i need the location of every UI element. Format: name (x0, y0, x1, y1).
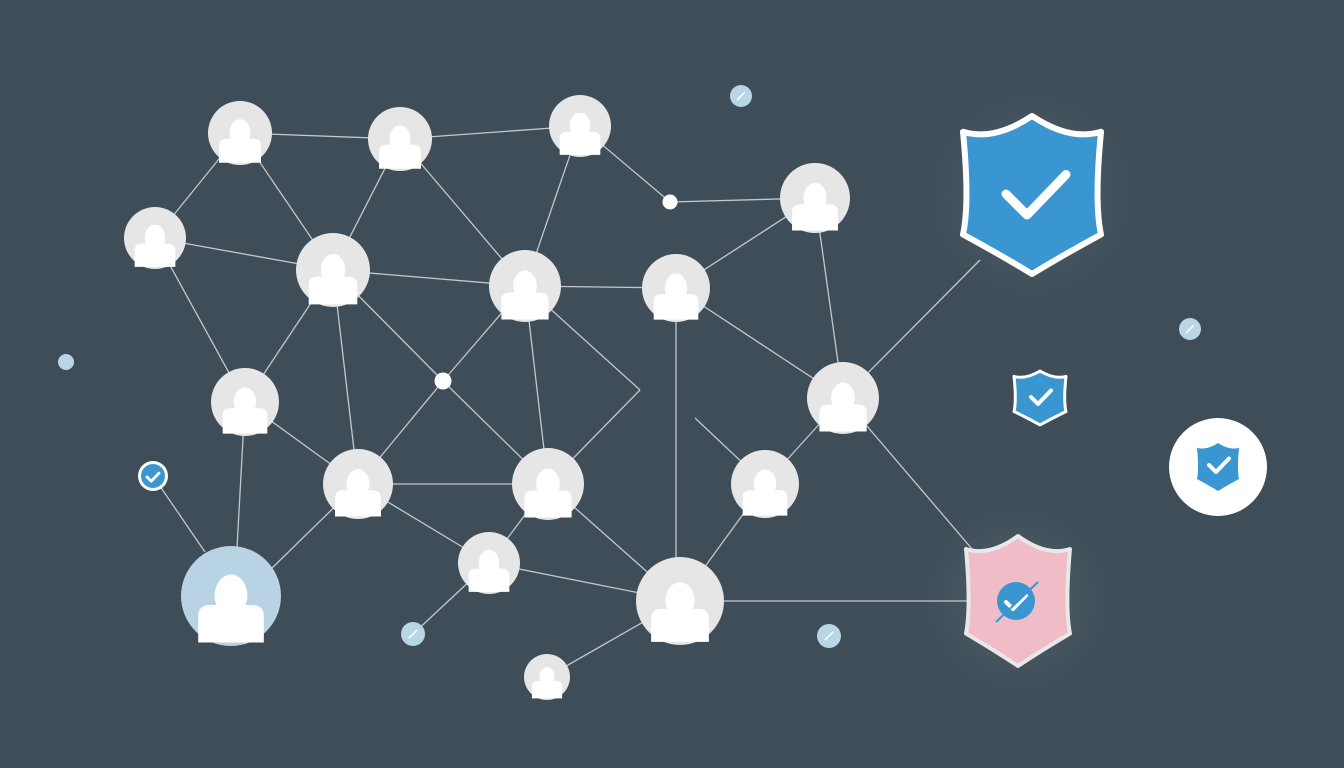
user-node (489, 250, 561, 322)
user-node (296, 233, 370, 307)
user-node (208, 101, 272, 165)
shield-check-icon (1197, 443, 1239, 491)
junction-dots (58, 85, 1201, 648)
user-node (512, 448, 584, 520)
checkmark-icon (1029, 388, 1053, 406)
user-node (636, 557, 724, 645)
user-node (181, 546, 281, 646)
connection-line (842, 397, 991, 571)
decor-dot (1179, 318, 1201, 340)
decor-dot (401, 622, 425, 646)
user-node (731, 450, 799, 518)
security-badges (138, 113, 1267, 668)
slash-line (995, 581, 1039, 623)
junction-dot (434, 372, 452, 390)
user-node (642, 254, 710, 322)
user-nodes (124, 95, 879, 700)
user-node (807, 362, 879, 434)
shield-check-icon (960, 113, 1104, 277)
decor-dot (58, 354, 74, 370)
user-node (524, 654, 570, 700)
checkmark-icon (1207, 456, 1231, 474)
user-node (549, 95, 611, 157)
decor-dot (817, 624, 841, 648)
check-badge-icon (997, 582, 1035, 620)
check-badge-fill (141, 464, 165, 488)
checkmark-icon (1004, 593, 1028, 611)
decor-dot (730, 85, 752, 107)
connection-line (152, 475, 206, 553)
user-node (323, 449, 393, 519)
junction-dot (662, 194, 678, 210)
user-node (368, 107, 432, 171)
shield-check-icon (1012, 369, 1068, 427)
user-node (211, 368, 279, 436)
checkmark-icon (1001, 170, 1071, 220)
user-node (124, 207, 186, 269)
user-node (780, 163, 850, 233)
user-node (458, 532, 520, 594)
checkmark-icon (145, 471, 161, 483)
